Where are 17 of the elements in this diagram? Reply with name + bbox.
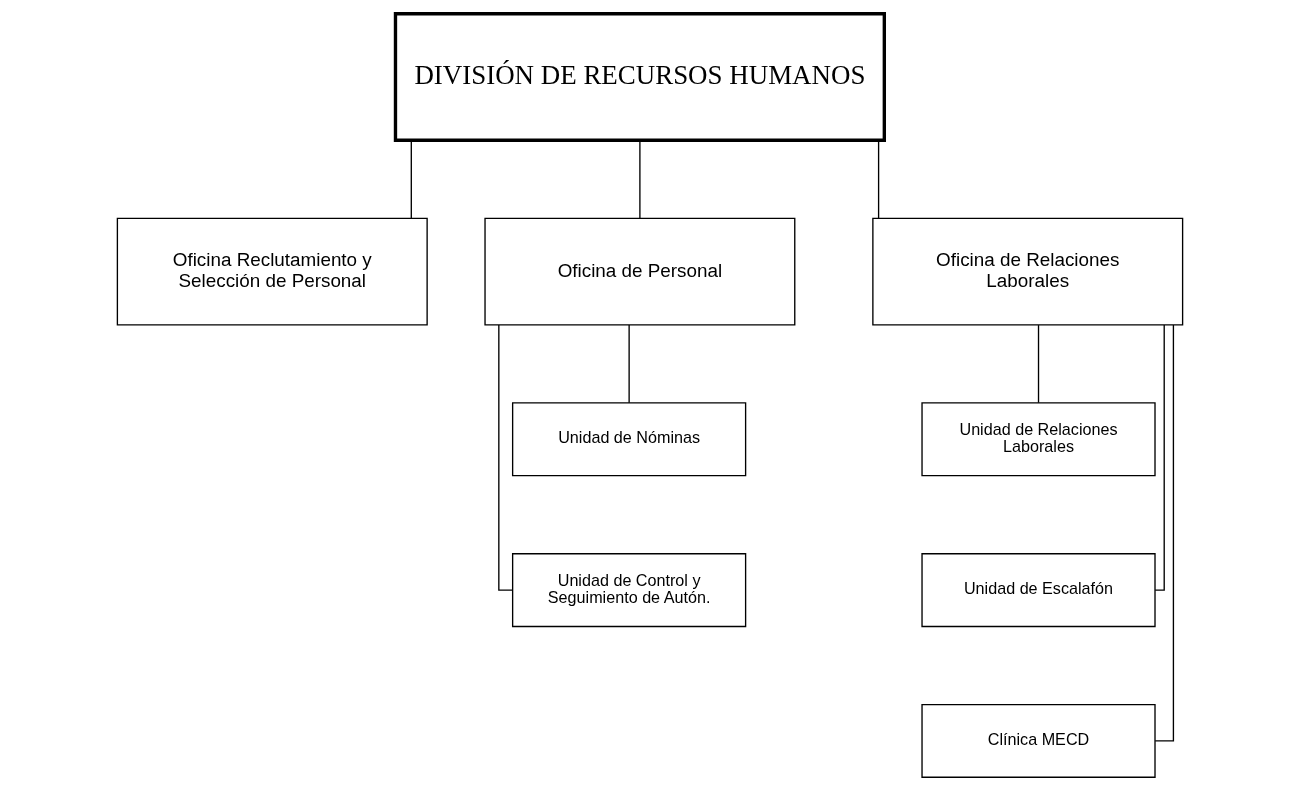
connector bbox=[638, 140, 641, 219]
connector bbox=[1154, 324, 1174, 742]
node-box: Unidad de Control y Seguimiento de Autón. bbox=[511, 553, 746, 628]
connector bbox=[1037, 324, 1039, 404]
connector bbox=[410, 140, 412, 219]
node-box: Unidad de Nóminas bbox=[511, 402, 746, 477]
node-box: DIVISIÓN DE RECURSOS HUMANOS bbox=[393, 12, 886, 142]
node-box: Unidad de Relaciones Laborales bbox=[920, 402, 1156, 477]
connector bbox=[877, 140, 879, 219]
node-box: Oficina de Relaciones Laborales bbox=[871, 217, 1183, 326]
connector bbox=[497, 324, 513, 591]
node-box: Clínica MECD bbox=[920, 703, 1156, 778]
connector bbox=[1154, 324, 1165, 591]
connector bbox=[627, 324, 630, 404]
node-box: Oficina de Personal bbox=[483, 217, 795, 326]
node-box: Oficina Reclutamiento y Selección de Personal bbox=[116, 217, 428, 326]
node-box: Unidad de Escalafón bbox=[920, 553, 1156, 628]
